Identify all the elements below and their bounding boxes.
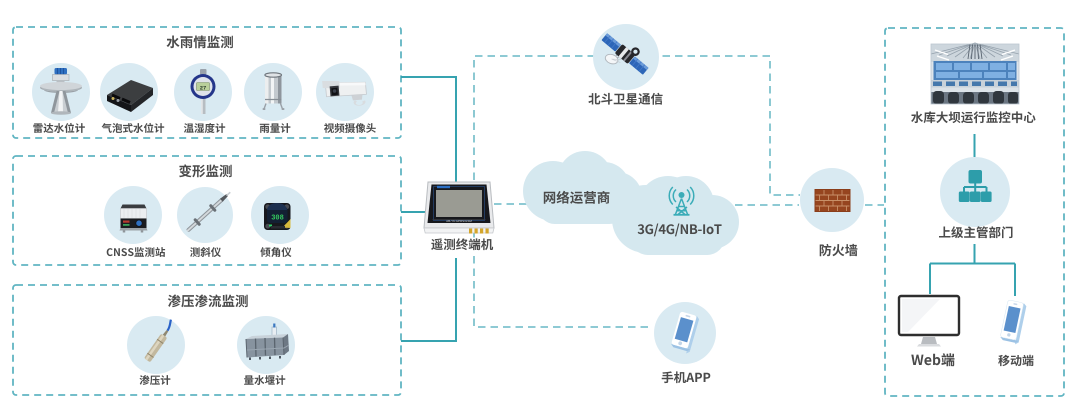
svg-text:27: 27 bbox=[200, 84, 207, 91]
svg-text:AB-Y6 GPRS/GSM: AB-Y6 GPRS/GSM bbox=[446, 219, 472, 223]
svg-text:308: 308 bbox=[271, 215, 284, 223]
